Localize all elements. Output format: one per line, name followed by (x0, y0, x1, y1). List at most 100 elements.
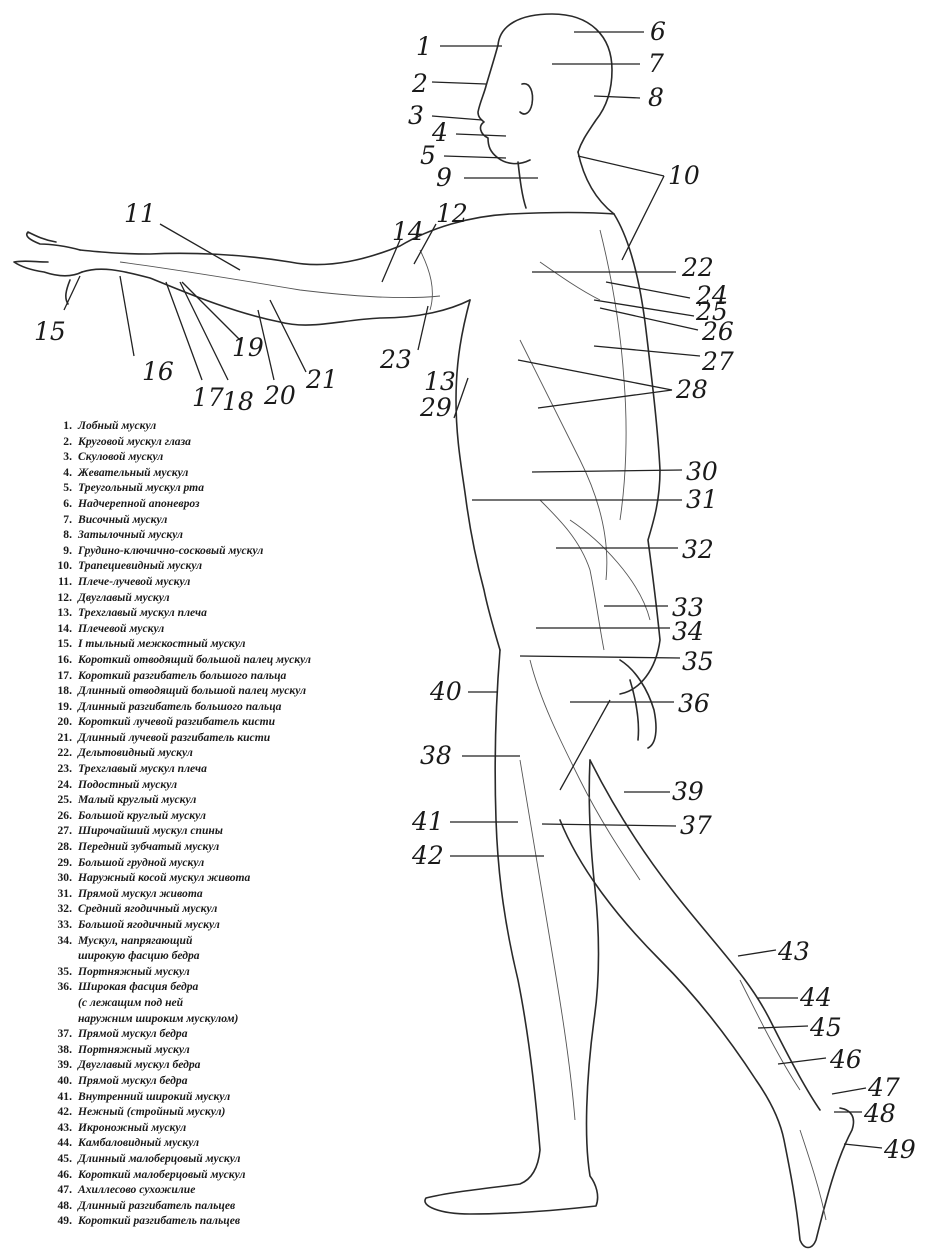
legend-text: Широкая фасция бедра (78, 979, 422, 995)
callout-44: 44 (799, 983, 832, 1012)
legend-number: 47. (42, 1182, 78, 1198)
legend-item: 20.Короткий лучевой разгибатель кисти (42, 714, 422, 730)
callout-47: 47 (867, 1073, 900, 1102)
legend-text: (с лежащим под ней (78, 995, 422, 1011)
callout-19: 19 (232, 333, 264, 362)
legend-text: Наружный косой мускул живота (78, 870, 422, 886)
legend-text: Височный мускул (78, 512, 422, 528)
callout-15: 15 (34, 317, 66, 346)
legend-text: Двуглавый мускул бедра (78, 1057, 422, 1073)
legend-item: 37.Прямой мускул бедра (42, 1026, 422, 1042)
legend-item: 3.Скуловой мускул (42, 449, 422, 465)
legend-item: 46.Короткий малоберцовый мускул (42, 1167, 422, 1183)
callout-38: 38 (420, 741, 452, 770)
legend-number: 35. (42, 964, 78, 980)
legend-number: 29. (42, 855, 78, 871)
legend-text: Длинный разгибатель пальцев (78, 1198, 422, 1214)
legend-text: Длинный малоберцовый мускул (78, 1151, 422, 1167)
callout-7: 7 (648, 49, 664, 78)
callout-28: 28 (675, 375, 708, 404)
callout-32: 32 (682, 535, 714, 564)
legend-item: 28.Передний зубчатый мускул (42, 839, 422, 855)
legend-item: 48.Длинный разгибатель пальцев (42, 1198, 422, 1214)
callout-21: 21 (305, 365, 338, 394)
callout-22: 22 (681, 253, 714, 282)
callout-35: 35 (682, 647, 714, 676)
legend-text: Мускул, напрягающий (78, 933, 422, 949)
legend-number: 1. (42, 418, 78, 434)
callout-10: 10 (668, 161, 700, 190)
legend-text: наружним широким мускулом) (78, 1011, 422, 1027)
legend-text: Длинный отводящий большой палец мускул (78, 683, 422, 699)
legend-text: Лобный мускул (78, 418, 422, 434)
legend-text: Треугольный мускул рта (78, 480, 422, 496)
callout-49: 49 (883, 1135, 916, 1164)
legend-item: 40.Прямой мускул бедра (42, 1073, 422, 1089)
legend-number: 43. (42, 1120, 78, 1136)
legend-text: Дельтовидный мускул (78, 745, 422, 761)
legend-item: 26.Большой круглый мускул (42, 808, 422, 824)
callout-39: 39 (672, 777, 704, 806)
callout-20: 20 (263, 381, 296, 410)
legend-number: 31. (42, 886, 78, 902)
callout-17: 17 (192, 383, 224, 412)
legend-text: Грудино-ключично-сосковый мускул (78, 543, 422, 559)
legend-item: 39.Двуглавый мускул бедра (42, 1057, 422, 1073)
legend-text: Передний зубчатый мускул (78, 839, 422, 855)
callout-45: 45 (809, 1013, 842, 1042)
callout-40: 40 (429, 677, 462, 706)
legend-item: 43.Икроножный мускул (42, 1120, 422, 1136)
legend-item: 38.Портняжный мускул (42, 1042, 422, 1058)
callout-29: 29 (419, 393, 452, 422)
callout-30: 30 (686, 457, 718, 486)
callout-3: 3 (408, 101, 424, 130)
legend-number: 46. (42, 1167, 78, 1183)
callout-43: 43 (777, 937, 810, 966)
legend-item: 22.Дельтовидный мускул (42, 745, 422, 761)
callout-13: 13 (424, 367, 456, 396)
legend-number: 15. (42, 636, 78, 652)
legend-number: 7. (42, 512, 78, 528)
muscle-legend: 1.Лобный мускул2.Круговой мускул глаза3.… (42, 418, 422, 1229)
legend-number: 21. (42, 730, 78, 746)
legend-item: 41.Внутренний широкий мускул (42, 1089, 422, 1105)
legend-text: I тыльный межкостный мускул (78, 636, 422, 652)
legend-number (42, 948, 78, 964)
legend-item: 7.Височный мускул (42, 512, 422, 528)
callout-14: 14 (392, 217, 424, 246)
legend-text: Трехглавый мускул плеча (78, 605, 422, 621)
legend-number: 12. (42, 590, 78, 606)
head-outline (478, 14, 612, 164)
legend-item: 6.Надчерепной апоневроз (42, 496, 422, 512)
legend-number: 8. (42, 527, 78, 543)
callout-23: 23 (379, 345, 412, 374)
legend-number: 32. (42, 901, 78, 917)
legend-number: 26. (42, 808, 78, 824)
arm-upper-edge (80, 213, 614, 265)
callout-36: 36 (678, 689, 710, 718)
legend-text: Короткий лучевой разгибатель кисти (78, 714, 422, 730)
legend-text: Ахиллесово сухожилие (78, 1182, 422, 1198)
legend-item: 16.Короткий отводящий большой палец муск… (42, 652, 422, 668)
callout-1: 1 (416, 32, 432, 61)
legend-number: 13. (42, 605, 78, 621)
legend-item: 1.Лобный мускул (42, 418, 422, 434)
legend-text: Подостный мускул (78, 777, 422, 793)
legend-number: 45. (42, 1151, 78, 1167)
callout-12: 12 (436, 199, 468, 228)
legend-item: 12.Двуглавый мускул (42, 590, 422, 606)
legend-text: широкую фасцию бедра (78, 948, 422, 964)
legend-number: 28. (42, 839, 78, 855)
legend-item: наружним широким мускулом) (42, 1011, 422, 1027)
legend-number (42, 1011, 78, 1027)
legend-item: 34.Мускул, напрягающий (42, 933, 422, 949)
legend-item: 4.Жевательный мускул (42, 465, 422, 481)
legend-item: 15.I тыльный межкостный мускул (42, 636, 422, 652)
legend-text: Портняжный мускул (78, 1042, 422, 1058)
legend-text: Короткий разгибатель большого пальца (78, 668, 422, 684)
legend-number: 4. (42, 465, 78, 481)
legend-item: 10.Трапециевидный мускул (42, 558, 422, 574)
legend-item: широкую фасцию бедра (42, 948, 422, 964)
legend-text: Большой ягодичный мускул (78, 917, 422, 933)
legend-number: 41. (42, 1089, 78, 1105)
